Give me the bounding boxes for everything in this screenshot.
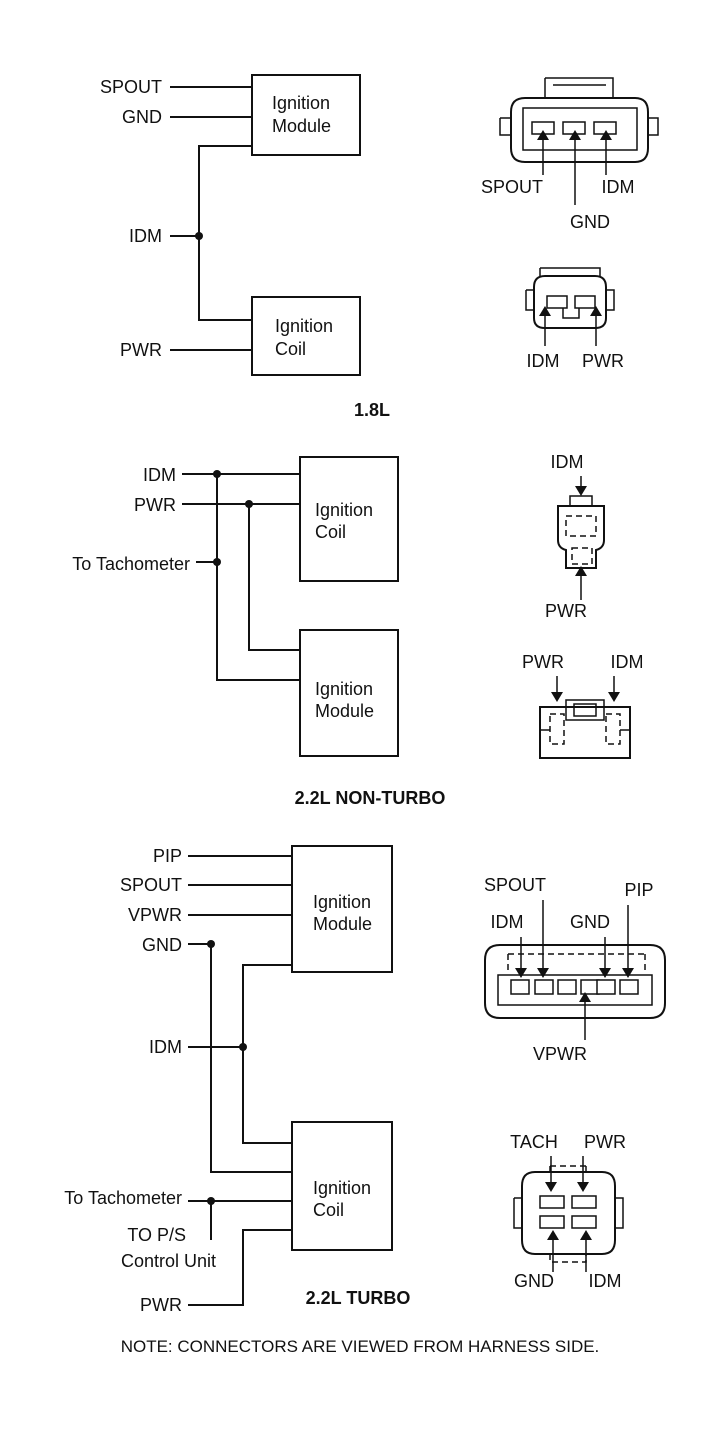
- connector-vertical-2-pin: IDM PWR: [545, 452, 605, 621]
- coil-label-2: Coil: [275, 339, 306, 359]
- label-pip: PIP: [153, 846, 182, 866]
- junction-dot: [213, 470, 221, 478]
- label-vpwr: VPWR: [128, 905, 182, 925]
- conn-a-idm: IDM: [602, 177, 635, 197]
- conn-a-gnd: GND: [570, 212, 610, 232]
- wire-idm-module: [216, 474, 300, 681]
- ignition-coil-box: [291, 1121, 393, 1251]
- ignition-module-box: [291, 845, 393, 973]
- section-title-2-2l-turbo: 2.2L TURBO: [306, 1288, 411, 1308]
- module-label-1: Ignition: [272, 93, 330, 113]
- module-label-2: Module: [313, 914, 372, 934]
- wire-gnd: [188, 943, 292, 1173]
- coil-label-1: Ignition: [315, 500, 373, 520]
- module-label-2: Module: [272, 116, 331, 136]
- wire-idm-module: [242, 964, 292, 1144]
- connector-2-pin: [525, 267, 615, 346]
- conn-a-idm: IDM: [491, 912, 524, 932]
- junction-dot: [245, 500, 253, 508]
- connector-horizontal-2-pin: PWR IDM: [522, 652, 644, 759]
- junction-dot: [213, 558, 221, 566]
- conn-a-pwr: PWR: [545, 601, 587, 621]
- footer-note: NOTE: CONNECTORS ARE VIEWED FROM HARNESS…: [121, 1337, 600, 1356]
- label-gnd: GND: [122, 107, 162, 127]
- label-spout: SPOUT: [120, 875, 182, 895]
- wire-pwr: [188, 1229, 292, 1306]
- conn-b-idm: IDM: [611, 652, 644, 672]
- conn-a-vpwr: VPWR: [533, 1044, 587, 1064]
- conn-a-idm: IDM: [551, 452, 584, 472]
- module-label-2: Module: [315, 701, 374, 721]
- label-to-ps: TO P/S: [127, 1225, 186, 1245]
- wire-idm-module: [198, 145, 252, 321]
- module-label-1: Ignition: [315, 679, 373, 699]
- wire-pwr-module: [248, 504, 300, 651]
- conn-b-pwr: PWR: [584, 1132, 626, 1152]
- conn-a-gnd: GND: [570, 912, 610, 932]
- connector-3-pin: [499, 77, 659, 205]
- ignition-coil-box: [299, 456, 399, 582]
- conn-b-tach: TACH: [510, 1132, 558, 1152]
- conn-b-idm: IDM: [527, 351, 560, 371]
- conn-b-gnd: GND: [514, 1271, 554, 1291]
- coil-label-1: Ignition: [313, 1178, 371, 1198]
- section-title-2-2l-non-turbo: 2.2L NON-TURBO: [295, 788, 446, 808]
- junction-dot: [207, 1197, 215, 1205]
- section-1-8l: Ignition Module Ignition Coil SPOUT GND …: [100, 74, 659, 420]
- section-2-2l-non-turbo: Ignition Coil Ignition Module IDM PWR To…: [72, 452, 643, 808]
- module-label-1: Ignition: [313, 892, 371, 912]
- label-spout: SPOUT: [100, 77, 162, 97]
- conn-b-pwr: PWR: [582, 351, 624, 371]
- conn-a-pip: PIP: [624, 880, 653, 900]
- conn-b-pwr: PWR: [522, 652, 564, 672]
- label-idm: IDM: [143, 465, 176, 485]
- conn-a-spout: SPOUT: [481, 177, 543, 197]
- conn-b-idm: IDM: [589, 1271, 622, 1291]
- label-pwr: PWR: [120, 340, 162, 360]
- ignition-module-box: [251, 74, 361, 156]
- junction-dot: [239, 1043, 247, 1051]
- label-to-tachometer: To Tachometer: [72, 554, 190, 574]
- conn-a-spout: SPOUT: [484, 875, 546, 895]
- connector-multi-pin: SPOUT IDM GND PIP VPWR: [484, 875, 666, 1064]
- label-idm: IDM: [129, 226, 162, 246]
- coil-label-1: Ignition: [275, 316, 333, 336]
- label-control-unit: Control Unit: [121, 1251, 216, 1271]
- coil-label-2: Coil: [313, 1200, 344, 1220]
- junction-dot: [195, 232, 203, 240]
- label-pwr: PWR: [140, 1295, 182, 1315]
- coil-label-2: Coil: [315, 522, 346, 542]
- section-title-1-8l: 1.8L: [354, 400, 390, 420]
- ignition-module-box: [299, 629, 399, 757]
- label-pwr: PWR: [134, 495, 176, 515]
- section-2-2l-turbo: Ignition Module Ignition Coil PIP SPOUT …: [64, 845, 666, 1315]
- label-to-tachometer: To Tachometer: [64, 1188, 182, 1208]
- junction-dot: [207, 940, 215, 948]
- connector-4-pin: TACH PWR GND IDM: [510, 1132, 626, 1291]
- label-idm: IDM: [149, 1037, 182, 1057]
- label-gnd: GND: [142, 935, 182, 955]
- ignition-coil-box: [251, 296, 361, 376]
